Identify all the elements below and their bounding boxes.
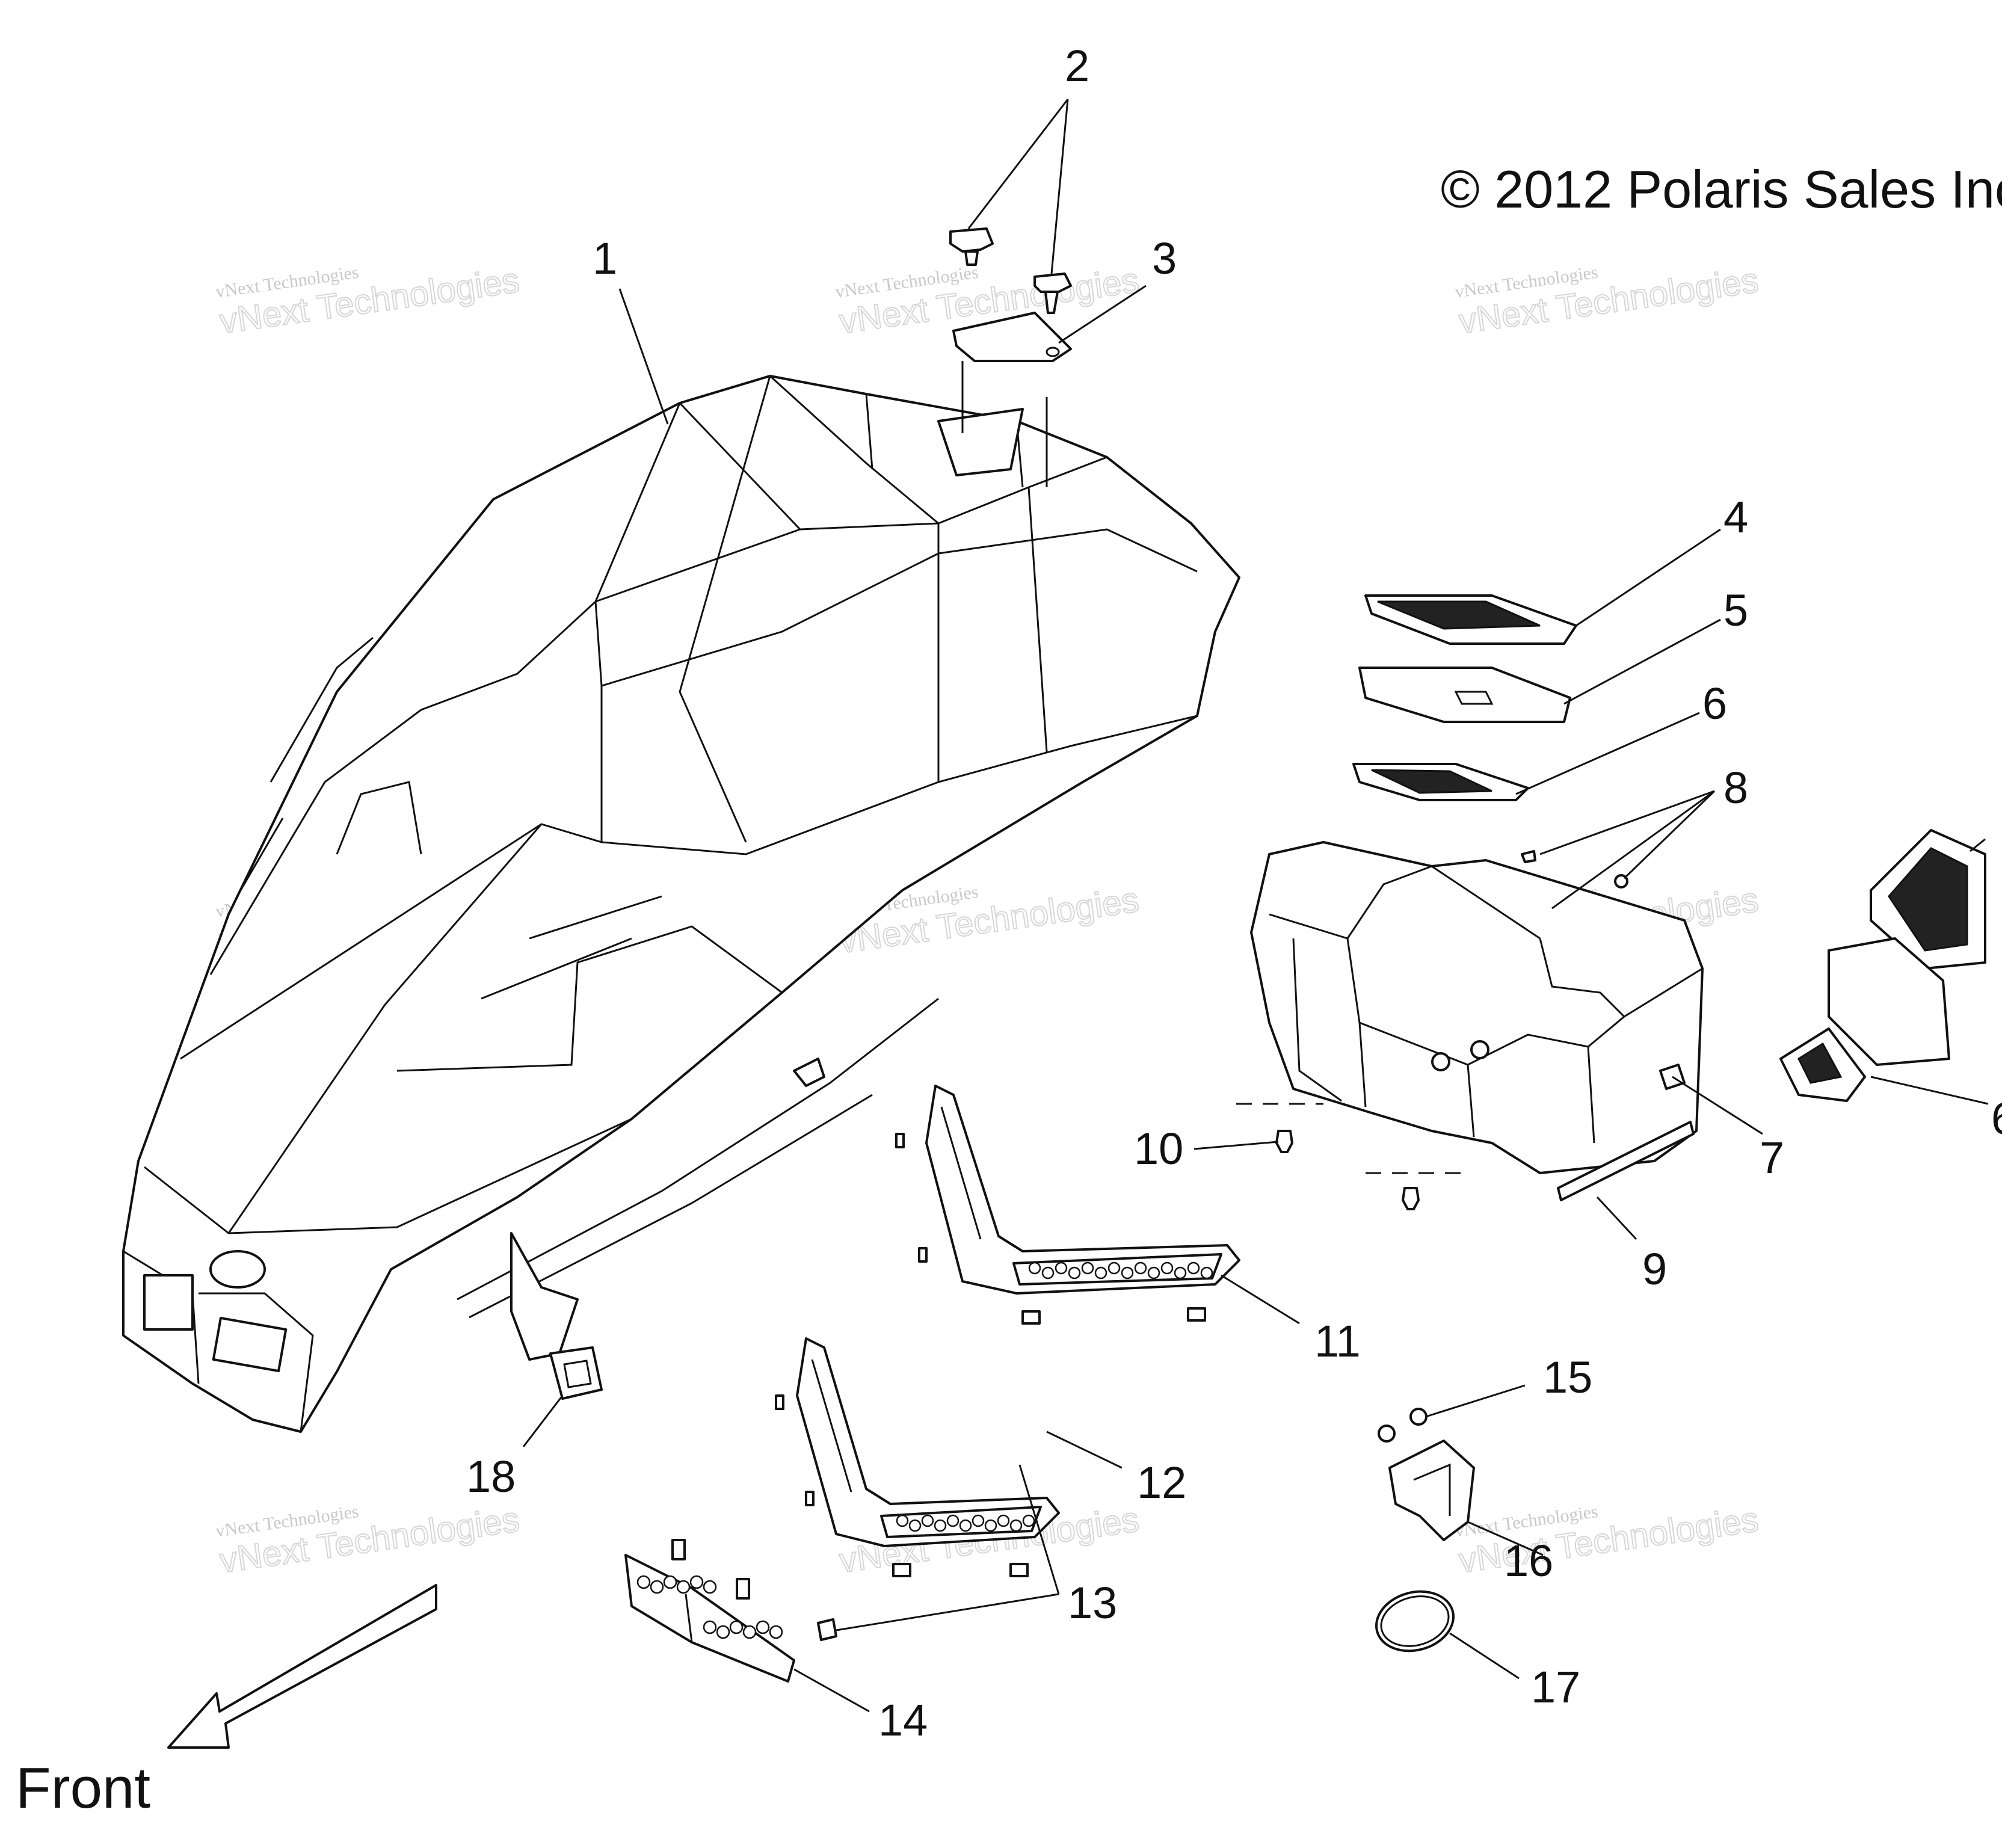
honeycomb-cell (1028, 1261, 1041, 1275)
callout-15: 15 (1543, 1352, 1592, 1402)
watermark-outline-text: vNext Technologies (1456, 260, 1761, 341)
honeycomb-cell (1107, 1261, 1121, 1275)
honeycomb-cell (1174, 1266, 1187, 1280)
callout-4: 4 (1723, 492, 1748, 542)
honeycomb-cell (1022, 1514, 1035, 1527)
part-17-ring (1375, 1590, 1455, 1652)
honeycomb-pattern (703, 1620, 783, 1639)
part-1-hood (122, 375, 1240, 1433)
callout-16: 16 (1504, 1536, 1553, 1586)
callout-3: 3 (1152, 233, 1177, 283)
callout-12: 12 (1137, 1458, 1186, 1508)
honeycomb-pattern (636, 1575, 717, 1594)
honeycomb-cell (742, 1625, 757, 1639)
honeycomb-cell (676, 1580, 691, 1594)
honeycomb-cell (972, 1514, 985, 1527)
honeycomb-cell (934, 1519, 947, 1532)
callout-6-right: 6 (1991, 1094, 2002, 1144)
honeycomb-cell (756, 1620, 770, 1634)
watermark: vNext Technologies vNext Technologies (1453, 1499, 1761, 1581)
watermark-outline-text: vNext Technologies (217, 1500, 522, 1580)
honeycomb-cell (1068, 1266, 1081, 1280)
part-4-vent (1364, 594, 1577, 645)
front-arrow (167, 1584, 437, 1749)
part-18-clip (549, 1346, 603, 1400)
part-6-vent-grille-right (1779, 1027, 1866, 1102)
part-14-front-grille (624, 1539, 795, 1683)
honeycomb-cell (1081, 1261, 1094, 1275)
part-vent-right (1828, 829, 1986, 1066)
honeycomb-cell (689, 1575, 704, 1589)
honeycomb-cell (716, 1625, 730, 1639)
front-label: Front (16, 1756, 150, 1820)
callout-1: 1 (593, 233, 617, 283)
honeycomb-cell (1009, 1519, 1023, 1532)
honeycomb-cell (1055, 1261, 1068, 1275)
honeycomb-cell (650, 1580, 664, 1594)
honeycomb-cell (997, 1514, 1010, 1527)
honeycomb-cell (946, 1514, 959, 1527)
callout-14: 14 (878, 1695, 928, 1745)
honeycomb-pattern (896, 1514, 1035, 1532)
honeycomb-cell (1187, 1261, 1200, 1275)
honeycomb-cell (984, 1519, 997, 1532)
honeycomb-cell (1094, 1266, 1107, 1280)
part-13-clips (817, 1618, 837, 1641)
callout-11: 11 (1314, 1316, 1361, 1366)
honeycomb-cell (908, 1519, 922, 1532)
honeycomb-pattern (1028, 1261, 1213, 1280)
callout-8: 8 (1723, 763, 1748, 813)
part-7-storage-box (1250, 841, 1704, 1174)
part-10-push-pins (1275, 1130, 1420, 1210)
watermark-outline-text: vNext Technologies (1456, 1500, 1761, 1580)
callout-7: 7 (1760, 1133, 1784, 1183)
leader-lines (522, 99, 1989, 1713)
honeycomb-cell (1200, 1266, 1213, 1280)
honeycomb-cell (636, 1575, 651, 1589)
part-15-nuts (1378, 1408, 1428, 1443)
callout-6: 6 (1702, 679, 1727, 728)
honeycomb-cell (959, 1519, 972, 1532)
honeycomb-cell (703, 1620, 717, 1634)
part-16-mount-bracket (1388, 1440, 1475, 1541)
watermark: vNext Technologies vNext Technologies (1453, 260, 1761, 342)
callout-2: 2 (1065, 41, 1089, 91)
callout-13: 13 (1068, 1578, 1117, 1628)
honeycomb-cell (1121, 1266, 1134, 1280)
callout-17: 17 (1531, 1662, 1580, 1712)
honeycomb-cell (703, 1580, 717, 1594)
callout-5: 5 (1723, 585, 1748, 635)
honeycomb-cell (921, 1514, 934, 1527)
watermark-outline-text: vNext Technologies (217, 260, 522, 341)
honeycomb-cell (1134, 1261, 1147, 1275)
honeycomb-cell (1041, 1266, 1055, 1280)
part-2-screws (949, 227, 1072, 314)
watermark: vNext Technologies vNext Technologies (214, 260, 522, 342)
honeycomb-cell (663, 1575, 677, 1589)
callout-group: 1 2 3 4 5 6 6 7 8 9 10 11 12 13 14 15 16… (466, 41, 2002, 1745)
part-11-side-grille (895, 1085, 1240, 1325)
part-9-strip (1236, 1103, 1695, 1201)
honeycomb-cell (1160, 1261, 1174, 1275)
copyright-notice: © 2012 Polaris Sales Inc (1441, 159, 2002, 219)
part-3-bracket (952, 312, 1072, 487)
callout-9: 9 (1642, 1244, 1667, 1294)
part-5-vent-housing (1358, 667, 1571, 723)
honeycomb-cell (729, 1620, 744, 1634)
part-6-vent-grille (1352, 763, 1529, 801)
honeycomb-cell (896, 1514, 909, 1527)
honeycomb-cell (1147, 1266, 1160, 1280)
honeycomb-cell (769, 1625, 783, 1639)
callout-18: 18 (466, 1452, 516, 1502)
callout-10: 10 (1134, 1124, 1183, 1174)
